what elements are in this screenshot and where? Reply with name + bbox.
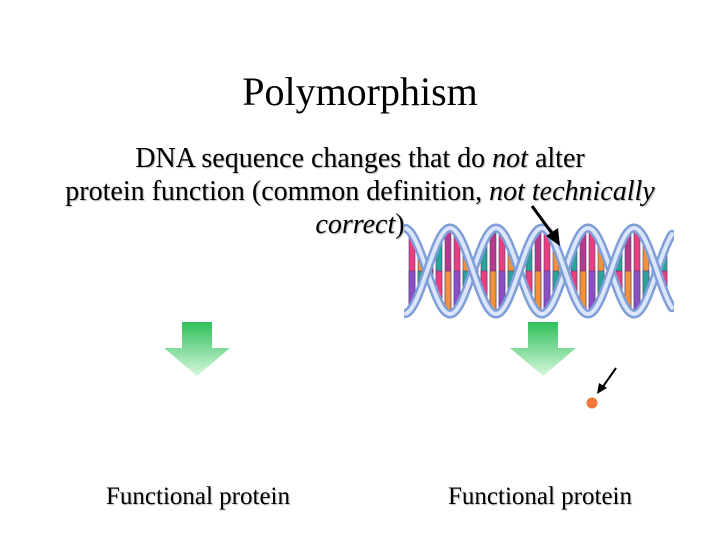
left-protein-label: Functional protein: [106, 482, 290, 512]
subtitle-line-1: DNA sequence changes that do not alter: [20, 142, 700, 175]
pointer-arrow-icon: [594, 366, 620, 396]
subtitle-line-2: protein function (common definition, not…: [20, 175, 700, 208]
down-arrow-icon: [510, 322, 576, 376]
slide-title: Polymorphism: [0, 68, 720, 116]
down-arrow-icon: [164, 322, 230, 376]
subtitle-text: alter: [528, 143, 585, 174]
subtitle-emphasis: correct: [315, 209, 395, 240]
pointer-arrow-icon: [526, 202, 566, 248]
amino-acid-dot: [585, 396, 599, 410]
right-protein-label: Functional protein: [448, 482, 632, 512]
subtitle-text: DNA sequence changes that do: [135, 143, 492, 174]
subtitle-text: protein function (common definition,: [65, 176, 489, 207]
subtitle-emphasis: not: [492, 143, 528, 174]
subtitle-emphasis: not technically: [489, 176, 655, 207]
